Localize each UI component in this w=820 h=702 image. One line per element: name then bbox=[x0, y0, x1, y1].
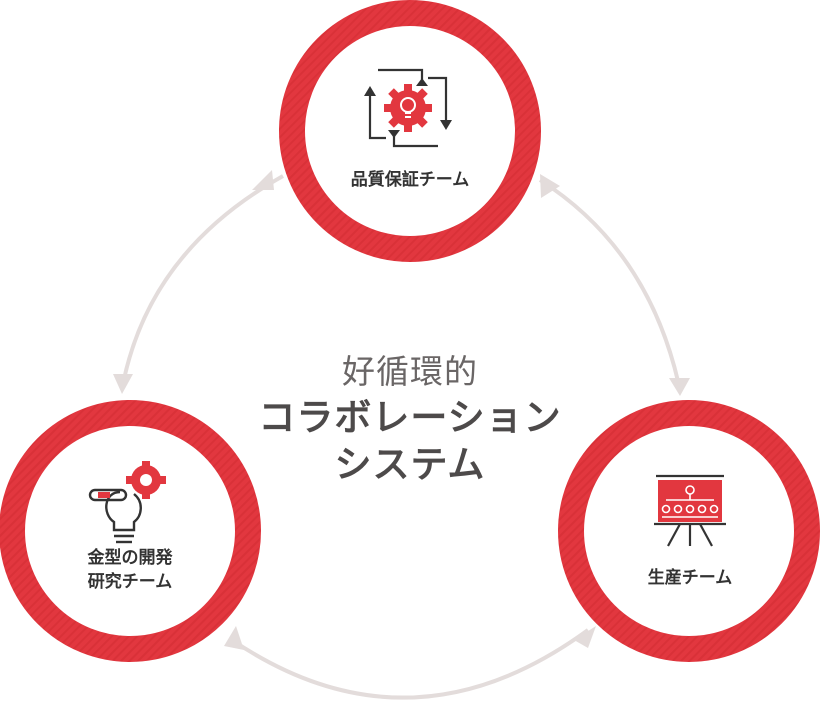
arc-right bbox=[538, 178, 682, 391]
label-mold-team: 金型の開発 研究チーム bbox=[30, 546, 230, 594]
center-title-block: 好循環的 コラボレーション システム bbox=[220, 350, 600, 488]
center-title-line2: システム bbox=[334, 443, 486, 486]
gear-lightbulb-cycle-icon bbox=[364, 68, 452, 148]
label-quality-text: 品質保証チーム bbox=[350, 170, 470, 190]
arc-left bbox=[121, 174, 284, 385]
arrowhead-left-bottom bbox=[113, 374, 133, 394]
arc-bottom bbox=[230, 628, 590, 700]
label-mold-line1: 金型の開発 bbox=[87, 548, 173, 568]
arrowhead-bottom-left bbox=[224, 626, 244, 650]
presentation-board-icon bbox=[654, 474, 726, 547]
arrowhead-right-bottom bbox=[669, 378, 690, 396]
label-mold-line2: 研究チーム bbox=[87, 572, 173, 592]
label-quality-team: 品質保証チーム bbox=[310, 168, 510, 192]
arrowhead-right-top bbox=[540, 174, 560, 198]
center-title-line1: コラボレーション bbox=[258, 396, 562, 439]
arrowhead-bottom-right bbox=[574, 626, 596, 648]
connector-arcs bbox=[121, 174, 682, 700]
arrowheads bbox=[113, 170, 690, 650]
center-subtitle: 好循環的 bbox=[342, 352, 478, 391]
lightbulb-gear-pen-icon bbox=[88, 461, 166, 544]
arrowhead-left-top bbox=[252, 170, 274, 190]
label-production-team: 生産チーム bbox=[590, 566, 790, 590]
label-production-text: 生産チーム bbox=[647, 568, 733, 588]
